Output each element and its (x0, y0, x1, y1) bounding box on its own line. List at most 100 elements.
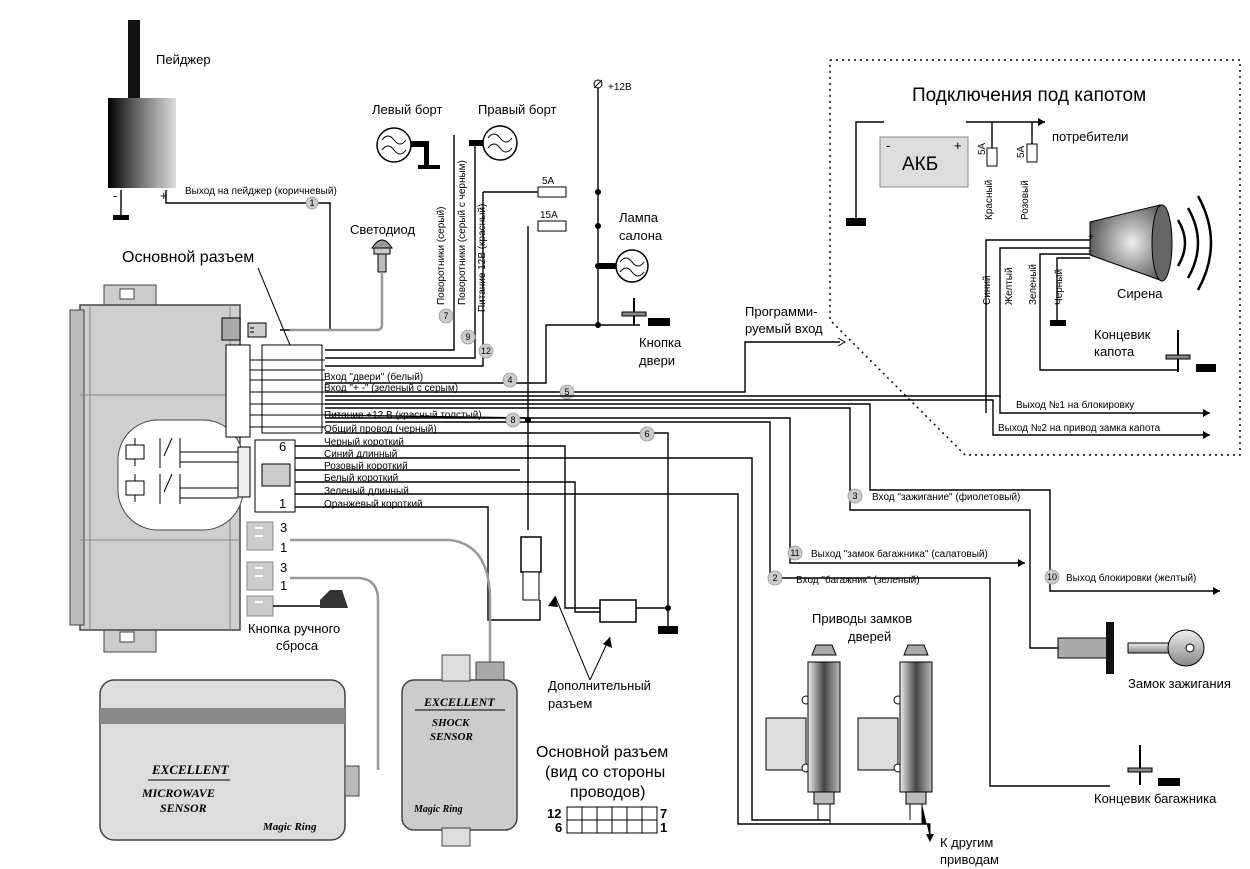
microwave-brand: EXCELLENT (151, 762, 230, 777)
siren-blue-wire (985, 239, 1090, 413)
right-side-lamp-icon (469, 125, 518, 161)
door-actuator-2 (857, 644, 933, 838)
svg-text:11: 11 (790, 548, 799, 558)
trunk-switch-title: Концевик багажника (1094, 791, 1217, 806)
pager (108, 20, 176, 220)
main-wire-label-2: Вход "+ -" (зеленый с серым) (324, 383, 458, 394)
pink-label: Розовый (1020, 180, 1031, 220)
label-v12: Питание 12В (красный) (477, 204, 488, 312)
shock-line2: SENSOR (430, 731, 473, 743)
conn2-bottom: 1 (280, 578, 287, 593)
led-wire (290, 272, 384, 332)
aux-pin-1: 1 (279, 496, 286, 511)
pin-12: 12 (547, 806, 561, 821)
aux-pin-6: 6 (279, 439, 286, 454)
shock-sensor (401, 654, 518, 847)
connector-view-title-3: проводов) (570, 784, 645, 801)
block-output-label: Выход блокировки (желтый) (1066, 572, 1196, 584)
svg-text:6: 6 (644, 429, 649, 439)
microwave-model: Magic Ring (262, 821, 317, 833)
pin-1: 1 (660, 820, 667, 835)
consumers-label: потребители (1052, 129, 1128, 144)
extra-relay-2 (599, 599, 678, 634)
fuse-5a-label: 5А (542, 176, 555, 187)
conn1-top: 3 (280, 520, 287, 535)
wire-number-6: 6 (639, 426, 655, 442)
battery-plus: + (954, 138, 962, 153)
trunk-input-label: Вход "багажник" (зеленый) (796, 574, 920, 586)
wire-out2 (325, 399, 1210, 436)
fuse-15a-label: 15А (540, 210, 558, 221)
wire-number-2: 2 (767, 570, 783, 586)
green-label: Зеленый (1028, 264, 1039, 305)
wire-7 (325, 135, 455, 351)
blue-label: Синий (982, 275, 993, 305)
connector-view-title-1: Основной разъем (536, 744, 668, 761)
svg-text:10: 10 (1047, 572, 1057, 582)
extra-connector-title-2: разъем (548, 696, 592, 711)
microwave-line2: SENSOR (160, 801, 207, 815)
wire-5 (325, 341, 840, 393)
wire-2 (325, 421, 1110, 787)
main-wire-label-4: Общий провод (черный) (324, 423, 437, 435)
svg-text:1: 1 (309, 198, 314, 208)
control-unit (69, 284, 325, 653)
aux-label-1: Синий длинный (324, 449, 397, 460)
aux-wire-white (295, 481, 600, 613)
pager-wire-label: Выход на пейджер (коричневый) (185, 186, 337, 197)
other-actuators-title-2: приводам (940, 852, 999, 867)
siren-plus: + (1088, 232, 1094, 243)
actuators-title-1: Приводы замков (812, 611, 912, 626)
out2-label: Выход №2 на привод замка капота (998, 423, 1161, 434)
programmable-title-1: Программи- (745, 304, 817, 319)
pager-minus: - (113, 188, 117, 203)
led-icon (371, 239, 393, 273)
wire-number-3: 3 (847, 488, 863, 504)
trunk-lock-label: Выход "замок багажника" (салатовый) (811, 548, 988, 560)
aux-label-4: Зеленый длинный (324, 486, 409, 497)
wire-number-11: 11 (787, 545, 803, 561)
aux-label-2: Розовый короткий (324, 461, 408, 472)
svg-text:9: 9 (465, 332, 470, 342)
pager-title: Пейджер (156, 52, 211, 67)
wire-number-10: 10 (1044, 569, 1060, 585)
right-side-title: Правый борт (478, 102, 557, 117)
ignition-input-label: Вход "зажигание" (фиолетовый) (872, 491, 1020, 503)
wire-number-7: 7 (438, 308, 454, 324)
under-hood-title: Подключения под капотом (912, 85, 1146, 106)
wire-number-8: 8 (505, 412, 521, 428)
reset-title-1: Кнопка ручного (248, 621, 340, 636)
left-side-title: Левый борт (372, 102, 443, 117)
aux-label-5: Оранжевый короткий (324, 499, 423, 510)
interior-lamp-icon (598, 249, 649, 283)
main-connector-title: Основной разъем (122, 249, 254, 266)
battery-icon (879, 136, 969, 188)
pager-plus: + (160, 188, 168, 203)
fuse-hood-b (1026, 143, 1038, 163)
extra-connector-title-1: Дополнительный (548, 678, 651, 693)
lamp-title-2: салона (619, 228, 663, 243)
red-label: Красный (984, 180, 995, 220)
microwave-sensor-cable (290, 576, 380, 770)
wire-4 (325, 324, 598, 384)
label-v7: Поворотники (серый) (436, 207, 447, 305)
svg-text:4: 4 (507, 375, 512, 385)
ignition-lock-title: Замок зажигания (1128, 676, 1231, 691)
svg-text:7: 7 (443, 311, 448, 321)
aux-wire-green (295, 493, 930, 825)
wire-9 (325, 145, 476, 359)
conn1-bottom: 1 (280, 540, 287, 555)
aux-wire-orange (295, 506, 541, 621)
wire-12 (325, 192, 484, 367)
trunk-switch-icon (1127, 745, 1180, 786)
reset-button-icon[interactable] (320, 590, 348, 608)
label-v9: Поворотники (серый с черным) (457, 160, 468, 305)
svg-text:3: 3 (852, 491, 857, 501)
hood-switch-title-1: Концевик (1094, 327, 1151, 342)
battery-minus: - (886, 138, 890, 153)
connector-pin-grid (566, 806, 658, 834)
pin-6: 6 (555, 820, 562, 835)
black-label: Черный (1054, 269, 1065, 305)
wire-number-1: 1 (305, 196, 319, 210)
